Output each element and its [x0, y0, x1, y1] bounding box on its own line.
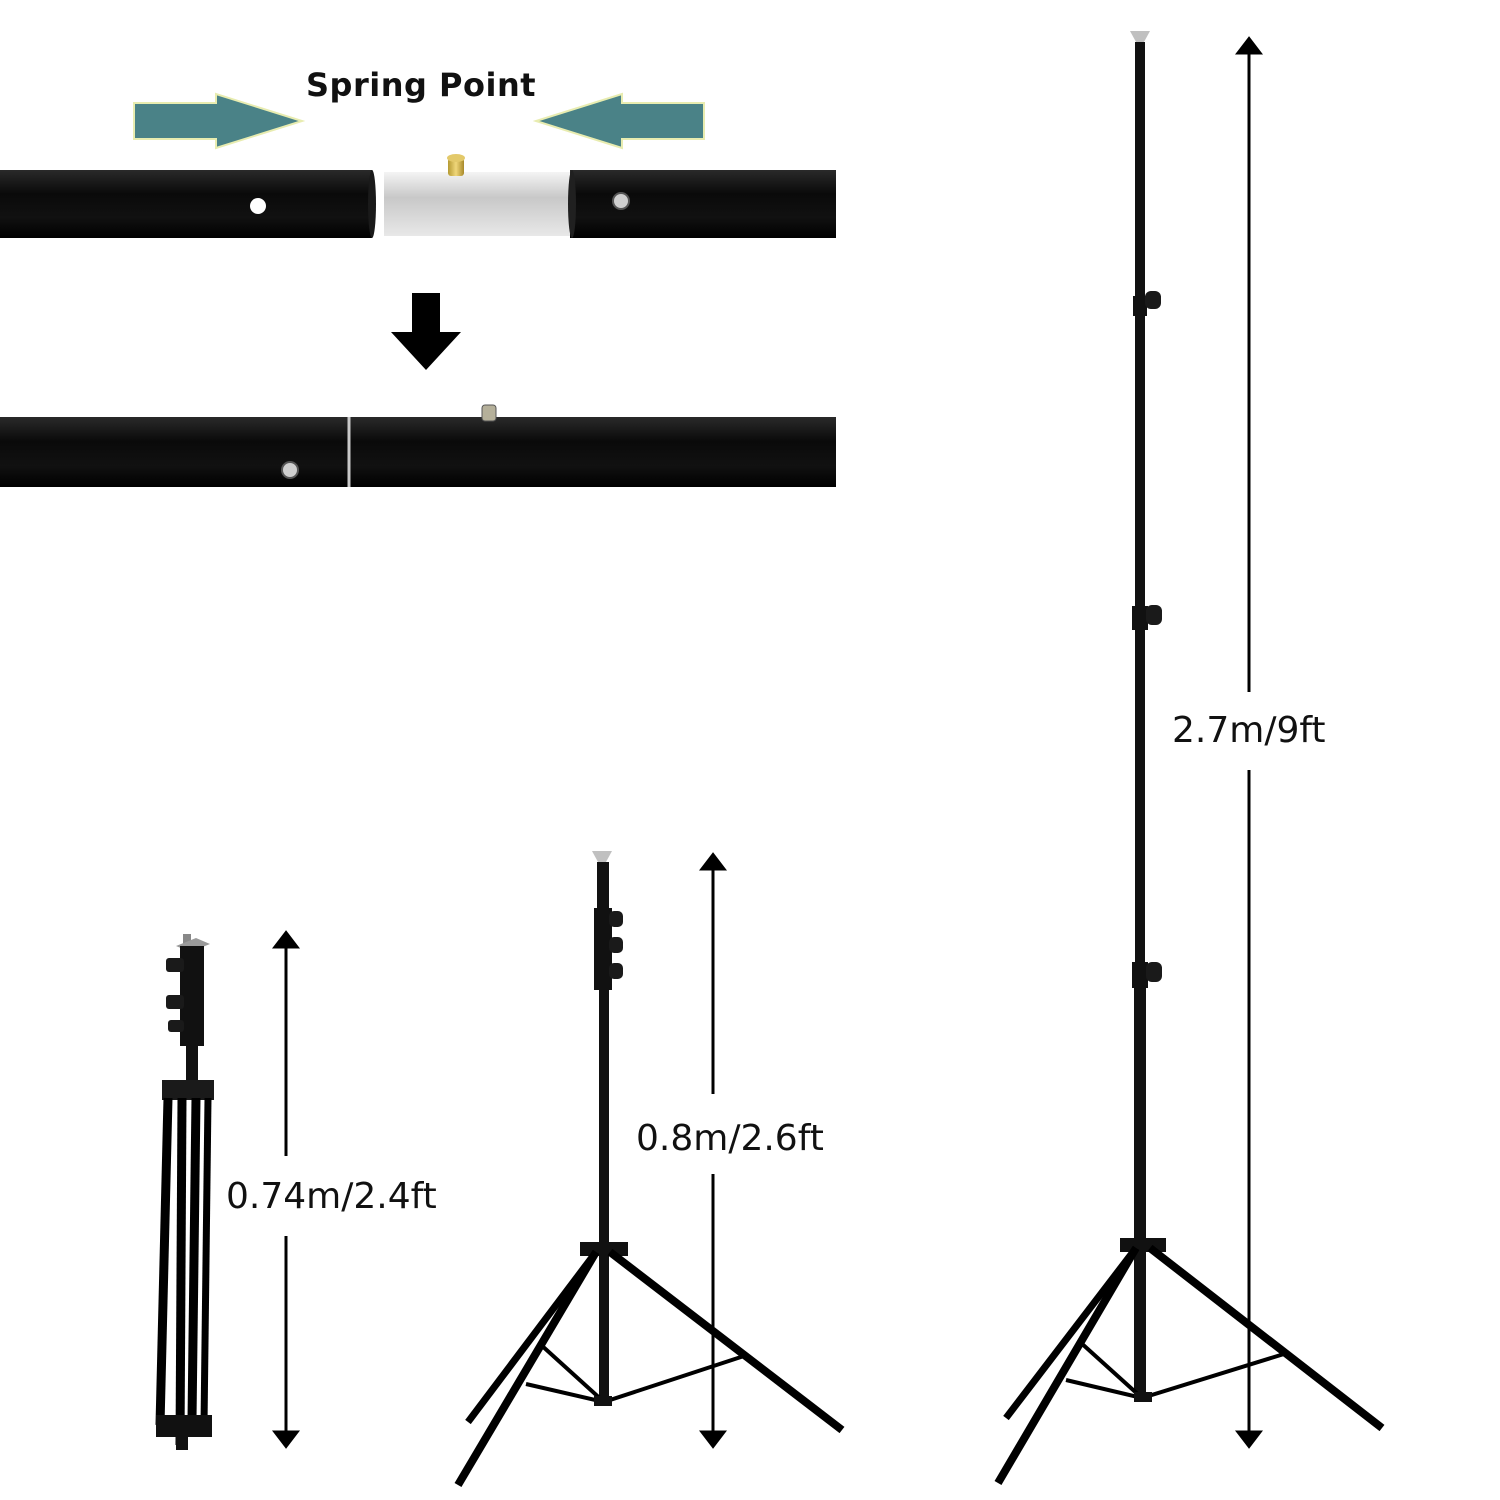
left-arrow-icon: [532, 92, 705, 150]
spring-point-title: Spring Point: [306, 66, 537, 104]
dimension-arrow-full: [1234, 36, 1264, 1449]
full-height-stand: [994, 31, 1385, 1486]
tube-joined: [0, 404, 836, 487]
tube-left-separated: [0, 170, 376, 238]
max-height-label: 2.7m/9ft: [1172, 710, 1326, 751]
folded-stand: [155, 934, 214, 1450]
right-arrow-icon: [133, 92, 306, 150]
spring-sleeve: [384, 154, 574, 236]
dimension-arrow-folded: [271, 930, 301, 1449]
dimension-arrow-mid: [698, 852, 728, 1449]
mid-height-stand: [454, 851, 845, 1488]
down-arrow-icon: [391, 293, 461, 370]
folded-length-label: 0.74m/2.4ft: [226, 1176, 437, 1217]
tube-right-separated: [568, 170, 836, 238]
min-height-label: 0.8m/2.6ft: [636, 1118, 824, 1159]
